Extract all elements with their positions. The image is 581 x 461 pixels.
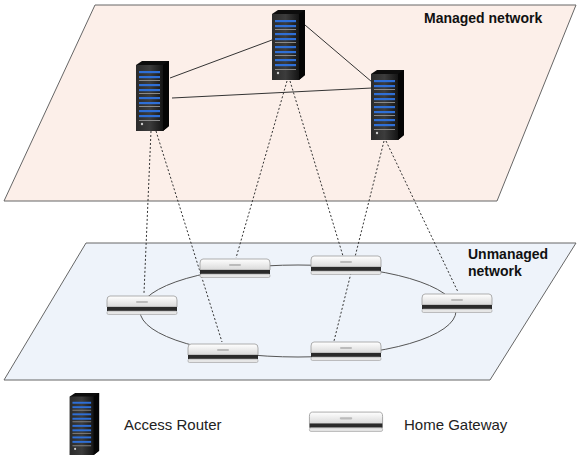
gateway-icon bbox=[309, 412, 382, 431]
network-plane: Unmanaged network bbox=[0, 238, 581, 386]
plane-title: Unmanaged network bbox=[468, 246, 564, 280]
legend-label: Home Gateway bbox=[404, 416, 507, 434]
plane-title: Managed network bbox=[424, 10, 564, 27]
router-icon bbox=[70, 393, 99, 455]
legend-label: Access Router bbox=[124, 416, 222, 434]
